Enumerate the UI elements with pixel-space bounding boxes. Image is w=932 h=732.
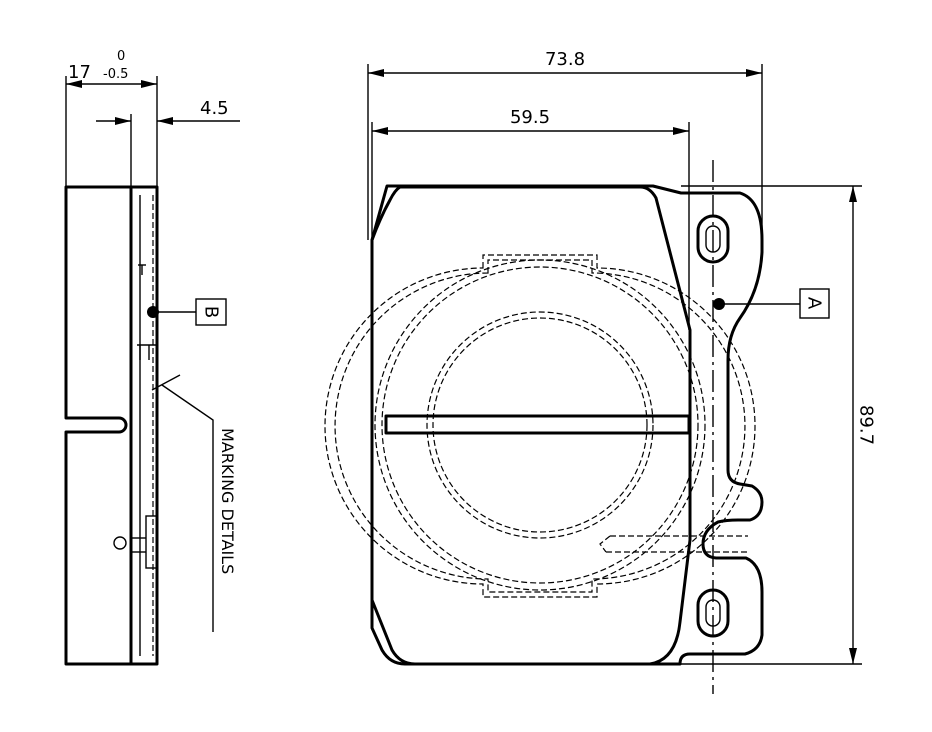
dim-thickness-value: 17 [68,62,91,83]
datum-b-label: B [201,306,222,318]
piston-outer-dashed [324,254,756,598]
side-view-friction-block [64,185,133,666]
front-view-friction-pad [370,185,692,666]
dim-height-value: 89.7 [856,405,877,445]
datum-a-label: A [804,297,825,310]
dim-thickness-upper-tol: 0 [117,49,125,64]
wear-sensor-channel [599,535,748,553]
piston-outer-ring [374,259,706,591]
dim-overall-width-value: 73.8 [545,49,585,70]
side-view-tab [145,515,158,569]
side-view: B MARKING DETAILS 17 0 -0.5 4.5 [64,49,240,666]
datum-b-box [195,298,227,326]
side-view-pin-hole [113,536,127,550]
piston-inner-ring [426,311,654,539]
datum-a-box [799,288,830,319]
front-view: A 73.8 59.5 89.7 [324,49,877,694]
front-view-center-slot [384,414,691,435]
dim-inner-width-value: 59.5 [510,107,550,128]
front-view-backing-plate [370,184,764,666]
marking-details-note: MARKING DETAILS [218,428,237,574]
side-view-backing-plate [129,185,159,666]
marking-details-leader [151,374,181,391]
dim-backplate-value: 4.5 [200,98,229,119]
dim-thickness-lower-tol: -0.5 [103,67,128,82]
